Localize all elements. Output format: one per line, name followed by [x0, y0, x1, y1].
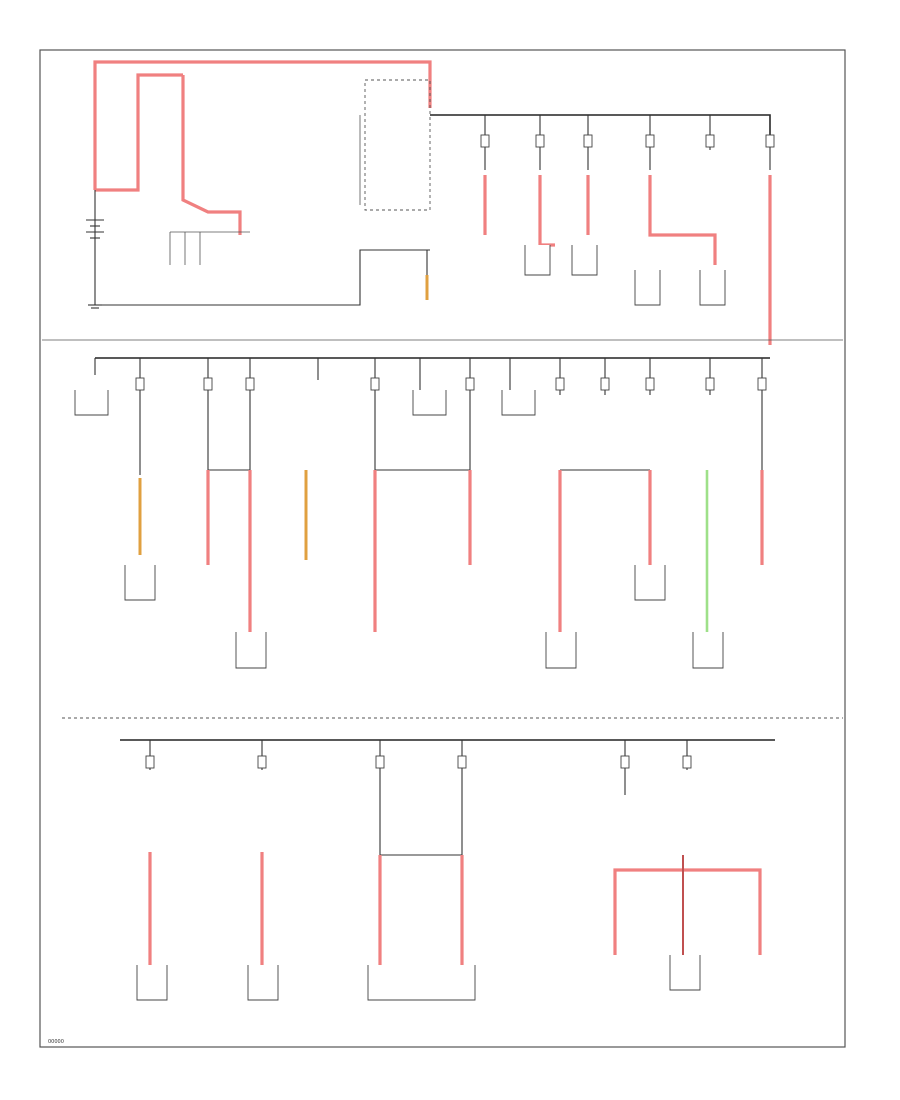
alternator-feed-wire [181, 75, 242, 235]
middle-section [74, 358, 767, 669]
middle-relay-boxes [74, 390, 536, 416]
battery-feed-wire [95, 73, 183, 192]
power-distribution-center-box [364, 79, 431, 211]
bottom-bus-drops [149, 740, 688, 855]
middle-bus-drops [94, 358, 763, 475]
top-fuses [480, 134, 775, 148]
diagram-frame [39, 49, 846, 1048]
starter-leads [169, 232, 201, 265]
bottom-section [120, 739, 775, 1001]
bottom-fuses [145, 755, 692, 769]
battery-symbol [86, 219, 104, 239]
diagram-code: 00000 [48, 1039, 64, 1045]
wire-540 [538, 175, 555, 247]
wire-650 [648, 175, 717, 265]
top-components [524, 245, 726, 306]
ground-symbol [88, 304, 102, 309]
battery-positive-wire [93, 60, 432, 190]
bottom-components [136, 955, 701, 1001]
wire-615-760 [613, 868, 762, 955]
top-bus-drops [484, 115, 771, 170]
middle-fuses [135, 377, 767, 391]
middle-components [124, 565, 724, 669]
ground-return-wire [94, 240, 430, 306]
top-section [86, 60, 775, 345]
